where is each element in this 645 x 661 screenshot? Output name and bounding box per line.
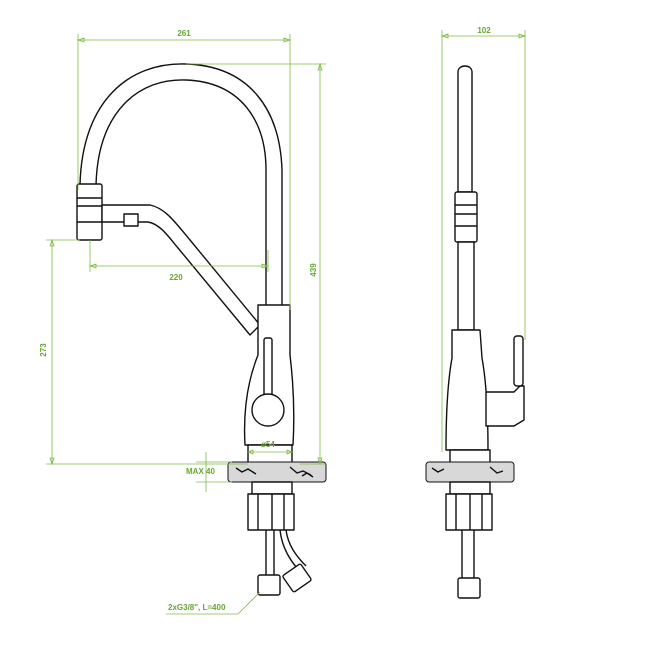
front-hose-fitting-left [257, 574, 281, 596]
side-base-nut [449, 481, 491, 495]
dim-width-total: 261 [177, 29, 191, 38]
dim-hose-spec: 2xG3/8", L=400 [168, 603, 226, 612]
front-hose-fitting-right [282, 563, 312, 593]
side-hose-fitting [457, 577, 481, 599]
side-upper-spout [457, 65, 473, 193]
side-stem [457, 241, 475, 331]
dim-max-counter: MAX 40 [186, 467, 215, 476]
dimension-lines [46, 30, 527, 615]
side-lever-arm [485, 385, 525, 427]
front-handle-knob [251, 393, 285, 427]
dim-spout-reach: 220 [169, 273, 183, 282]
side-hose [461, 530, 475, 578]
front-spray-head [76, 183, 103, 241]
side-spray-head [454, 191, 478, 243]
front-threaded-stem [247, 493, 295, 531]
side-lever [513, 335, 524, 387]
dim-base-diameter: ø54 [261, 440, 275, 449]
front-arm-nub [123, 213, 139, 227]
front-pull-arm [101, 204, 261, 336]
side-body [445, 329, 489, 451]
front-lever [263, 337, 273, 401]
dim-height-total: 439 [309, 263, 318, 277]
dim-side-width: 102 [477, 26, 491, 35]
front-view [76, 63, 327, 596]
front-base-nut [251, 481, 293, 495]
front-arc-spout-inner [95, 79, 267, 305]
side-view [425, 65, 525, 599]
dim-outlet-height: 273 [39, 343, 48, 357]
side-threaded-stem [445, 493, 493, 531]
